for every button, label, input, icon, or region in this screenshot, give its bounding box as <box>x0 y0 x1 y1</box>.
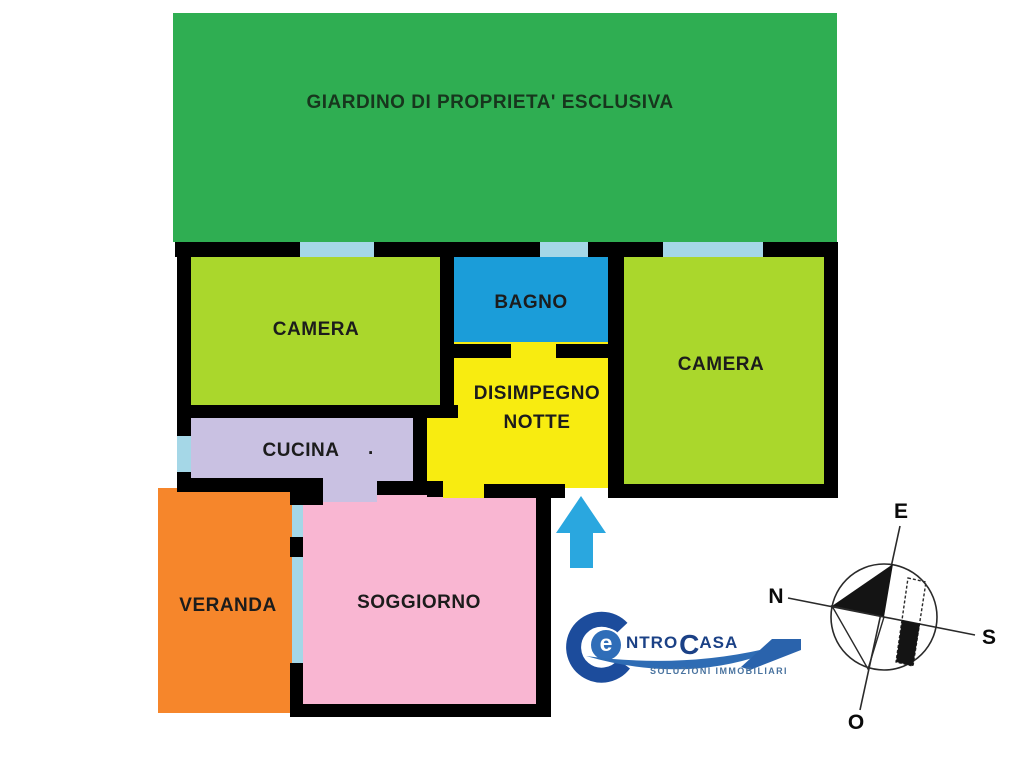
wall <box>556 344 618 358</box>
wall <box>608 484 838 498</box>
logo-badge-letter: e <box>599 629 613 656</box>
room-veranda <box>158 488 293 713</box>
room-cucina <box>185 412 417 482</box>
camera-left-label: CAMERA <box>272 319 360 340</box>
cucina-label: CUCINA <box>262 440 340 461</box>
wall <box>290 478 303 505</box>
bagno-label: BAGNO <box>494 292 568 313</box>
wall <box>608 242 624 498</box>
logo-wordmark: NTRO C ASA <box>626 629 739 660</box>
wall <box>413 410 427 488</box>
disimpegno-label-line1: DISIMPEGNO <box>473 383 601 404</box>
logo-swoosh <box>586 640 798 670</box>
room-bagno <box>448 248 613 348</box>
window <box>292 505 303 537</box>
wall <box>177 478 323 492</box>
disimpegno-label-line2: NOTTE <box>503 412 571 433</box>
window <box>663 242 763 257</box>
logo-text-casa-rest: ASA <box>699 633 739 652</box>
window <box>292 557 303 663</box>
door-opening <box>443 482 484 498</box>
room-camera-right <box>615 246 830 488</box>
room-disimpegno-notte-ext <box>425 412 475 486</box>
logo-graphics <box>566 611 801 683</box>
wall <box>377 481 443 495</box>
veranda-label: VERANDA <box>179 595 277 616</box>
logo-big-c-arc <box>566 611 630 683</box>
logo-text-casa-c: C <box>679 629 700 660</box>
wall <box>177 242 191 436</box>
window <box>300 242 374 257</box>
disimpegno-notte-label: DISIMPEGNO NOTTE <box>474 379 600 437</box>
wall <box>440 242 454 418</box>
room-disimpegno-notte <box>448 342 614 488</box>
compass-label-east: E <box>893 500 909 523</box>
roof-icon <box>741 639 801 670</box>
wall <box>427 482 443 497</box>
compass-label-south: S <box>981 626 997 649</box>
window <box>177 436 191 472</box>
entrance-arrow-icon <box>556 496 606 568</box>
room-soggiorno <box>300 494 540 708</box>
logo-text-ntro: NTRO <box>626 633 679 652</box>
compass-rose <box>787 525 976 711</box>
camera-right-label: CAMERA <box>677 354 765 375</box>
wall <box>290 663 303 715</box>
garden-label: GIARDINO DI PROPRIETA' ESCLUSIVA <box>306 92 674 113</box>
compass-label-west: O <box>847 711 865 734</box>
room-camera-left <box>185 248 447 410</box>
compass-label-north: N <box>768 585 784 608</box>
wall <box>824 242 838 498</box>
door-opening <box>323 478 377 502</box>
wall <box>290 537 303 557</box>
soggiorno-label: SOGGIORNO <box>357 592 481 613</box>
wall <box>445 344 511 358</box>
stray-dot: . <box>368 438 374 459</box>
wall <box>177 405 458 418</box>
garden-area <box>173 13 837 242</box>
door-opening <box>511 344 556 358</box>
wall <box>536 484 551 717</box>
wall <box>290 704 551 717</box>
window <box>540 242 588 257</box>
logo-tagline: SOLUZIONI IMMOBILIARI <box>650 666 788 676</box>
